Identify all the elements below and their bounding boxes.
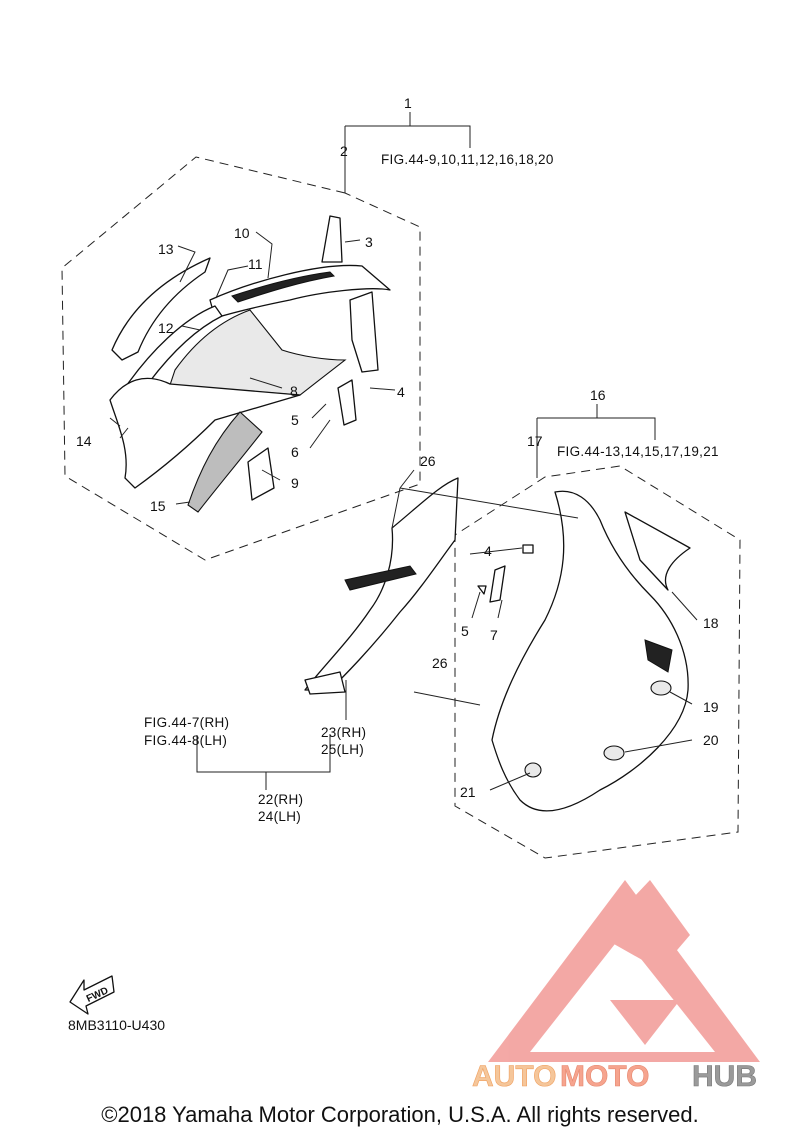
callout-4-upper: 4	[397, 384, 405, 400]
part-8-inner-panel	[169, 309, 347, 396]
side-panel-body	[304, 477, 459, 691]
part-9-plate	[247, 447, 275, 501]
callout-numbers: 1 2 3 4 5 6 8 9 10 11 12 13 14 15 16 17 …	[76, 95, 719, 800]
callout-10: 10	[234, 225, 250, 241]
callout-20: 20	[703, 732, 719, 748]
ref-part-25-lh: 25(LH)	[321, 742, 364, 757]
ref-part-23-rh: 23(RH)	[321, 725, 366, 740]
side-panel-22-24	[304, 477, 459, 695]
diagram-code: 8MB3110-U430	[68, 1017, 165, 1033]
part-5-screw-right	[477, 585, 487, 595]
part-13-side-panel	[111, 257, 211, 361]
ref-part-24-lh: 24(LH)	[258, 809, 301, 824]
right-assembly-boundary	[454, 465, 741, 859]
callout-11: 11	[248, 256, 263, 272]
ref-fig-upper: FIG.44-9,10,11,12,16,18,20	[381, 152, 554, 167]
watermark-text: AUTO MOTO HUB	[472, 1060, 758, 1094]
part-7-grommet	[489, 565, 506, 603]
right-cowl-body	[491, 490, 689, 812]
part-10-top-panel	[209, 264, 391, 319]
grille-18	[644, 639, 673, 673]
watermark-logo	[488, 880, 760, 1062]
callout-8: 8	[290, 383, 298, 399]
part-19-lens	[650, 680, 672, 696]
callout-13: 13	[158, 241, 174, 257]
right-cowling-assembly	[477, 490, 691, 812]
callout-1: 1	[404, 95, 412, 111]
part-3-bracket	[321, 215, 343, 263]
callout-26-upper: 26	[420, 453, 436, 469]
watermark-hub: HUB	[692, 1060, 757, 1093]
side-panel-vent	[344, 565, 417, 591]
part-15-mesh	[187, 411, 263, 513]
callout-4-right: 4	[484, 543, 492, 559]
part-18-fin	[624, 511, 691, 591]
part-21-lens	[524, 762, 542, 778]
ref-fig-rh: FIG.44-7(RH)	[144, 715, 229, 730]
callout-9: 9	[291, 475, 299, 491]
copyright-notice: ©2018 Yamaha Motor Corporation, U.S.A. A…	[101, 1102, 699, 1127]
upper-assembly-boundary	[61, 156, 421, 561]
callout-7: 7	[490, 627, 498, 643]
part-6-clip	[337, 379, 357, 426]
reference-labels: FIG.44-9,10,11,12,16,18,20 FIG.44-13,14,…	[144, 152, 719, 824]
leader-lines	[119, 112, 698, 791]
callout-14: 14	[76, 433, 92, 449]
callout-5-upper: 5	[291, 412, 299, 428]
watermark-moto: MOTO	[560, 1060, 649, 1093]
callout-15: 15	[150, 498, 166, 514]
part-2-cowl-body	[109, 377, 301, 489]
part-4-clip-right	[522, 544, 534, 554]
callout-2: 2	[340, 143, 348, 159]
part-10-trim	[231, 271, 336, 303]
callout-3: 3	[365, 234, 373, 250]
callout-16: 16	[590, 387, 606, 403]
callout-19: 19	[703, 699, 719, 715]
callout-21: 21	[460, 784, 476, 800]
callout-5-right: 5	[461, 623, 469, 639]
callout-12: 12	[158, 320, 174, 336]
upper-cowling-assembly	[109, 215, 391, 513]
ref-fig-right: FIG.44-13,14,15,17,19,21	[557, 444, 719, 459]
callout-26-lower: 26	[432, 655, 448, 671]
part-20-lens	[603, 745, 625, 761]
part-4-bracket-upper	[349, 291, 379, 373]
callout-17: 17	[527, 433, 543, 449]
ref-part-22-rh: 22(RH)	[258, 792, 303, 807]
watermark-auto: AUTO	[472, 1060, 556, 1093]
part-14-screw	[109, 417, 121, 427]
fwd-arrow-icon: FWD	[69, 975, 115, 1015]
ref-fig-lh: FIG.44-8(LH)	[144, 733, 227, 748]
callout-6: 6	[291, 444, 299, 460]
side-panel-tip	[304, 671, 346, 695]
callout-18: 18	[703, 615, 719, 631]
